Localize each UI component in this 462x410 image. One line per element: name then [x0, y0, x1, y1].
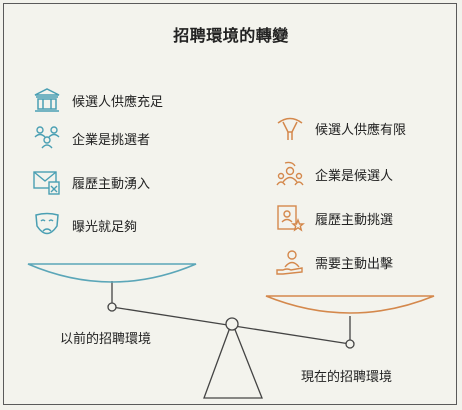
hand-person-icon: [276, 250, 303, 275]
left-item-label: 曝光就足夠: [72, 219, 138, 235]
right-item: 候選人供應有限: [275, 114, 406, 142]
envelope-document-icon: [33, 171, 60, 195]
people-group-icon: [34, 126, 60, 149]
diagram-title: 招聘環境的轉變: [173, 26, 289, 45]
bank-building-icon: [34, 88, 60, 112]
right-item-label: 候選人供應有限: [315, 122, 407, 138]
left-item: 履歷主動湧入: [32, 168, 150, 196]
diagram-frame: [3, 3, 457, 405]
people-crowd-icon: [276, 161, 304, 186]
right-item-label: 需要主動出擊: [315, 256, 394, 272]
right-item: 企業是候選人: [275, 160, 393, 188]
right-item: 履歷主動挑選: [275, 204, 393, 232]
right-item-label: 履歷主動挑選: [315, 212, 394, 228]
right-caption: 現在的招聘環境: [301, 370, 393, 385]
left-item-label: 候選人供應充足: [72, 94, 164, 110]
scale-base: [203, 320, 263, 399]
left-item: 候選人供應充足: [32, 86, 163, 114]
left-pan: [27, 263, 197, 283]
left-item: 曝光就足夠: [32, 211, 137, 239]
sad-mask-icon: [35, 212, 59, 235]
left-item: 企業是挑選者: [32, 124, 150, 152]
right-pan: [265, 295, 435, 314]
right-item: 需要主動出擊: [275, 248, 393, 276]
hand-pinch-icon: [277, 117, 303, 140]
left-caption: 以前的招聘環境: [60, 332, 152, 347]
scale-pivot: [225, 317, 239, 331]
right-item-label: 企業是候選人: [315, 168, 394, 184]
right-joint: [345, 339, 355, 349]
left-joint: [107, 302, 117, 312]
left-item-label: 履歷主動湧入: [72, 176, 151, 192]
left-item-label: 企業是挑選者: [72, 132, 151, 148]
resume-star-icon: [277, 205, 305, 232]
